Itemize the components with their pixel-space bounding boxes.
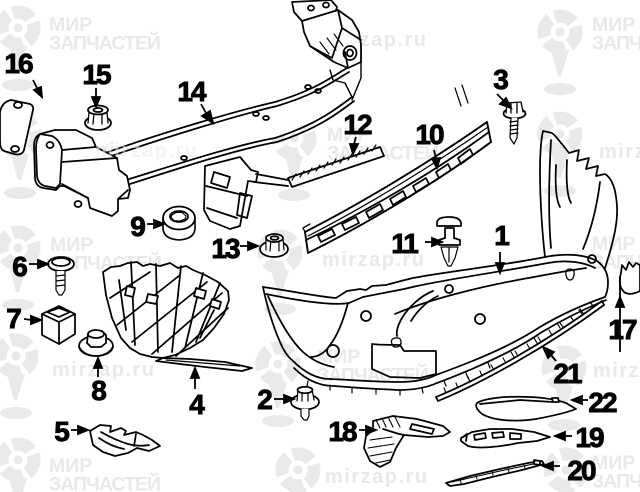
- svg-text:8: 8: [91, 375, 106, 406]
- svg-text:12: 12: [343, 109, 372, 140]
- svg-text:10: 10: [415, 119, 444, 150]
- svg-text:18: 18: [328, 416, 357, 447]
- svg-text:6: 6: [12, 251, 27, 282]
- svg-text:11: 11: [391, 228, 418, 259]
- svg-text:4: 4: [189, 389, 205, 420]
- svg-text:22: 22: [588, 387, 617, 418]
- svg-text:16: 16: [4, 48, 33, 79]
- svg-text:19: 19: [575, 422, 604, 453]
- svg-text:15: 15: [82, 59, 111, 90]
- svg-text:20: 20: [567, 455, 596, 486]
- svg-text:14: 14: [177, 76, 207, 107]
- svg-text:mirzap.ru: mirzap.ru: [95, 140, 199, 162]
- svg-text:9: 9: [130, 211, 145, 242]
- svg-text:21: 21: [553, 358, 582, 389]
- svg-text:13: 13: [211, 233, 240, 264]
- svg-text:7: 7: [6, 303, 21, 334]
- svg-text:5: 5: [54, 416, 69, 447]
- svg-text:1: 1: [494, 220, 509, 251]
- svg-text:17: 17: [608, 314, 637, 345]
- svg-text:2: 2: [257, 384, 272, 415]
- svg-text:3: 3: [493, 64, 508, 95]
